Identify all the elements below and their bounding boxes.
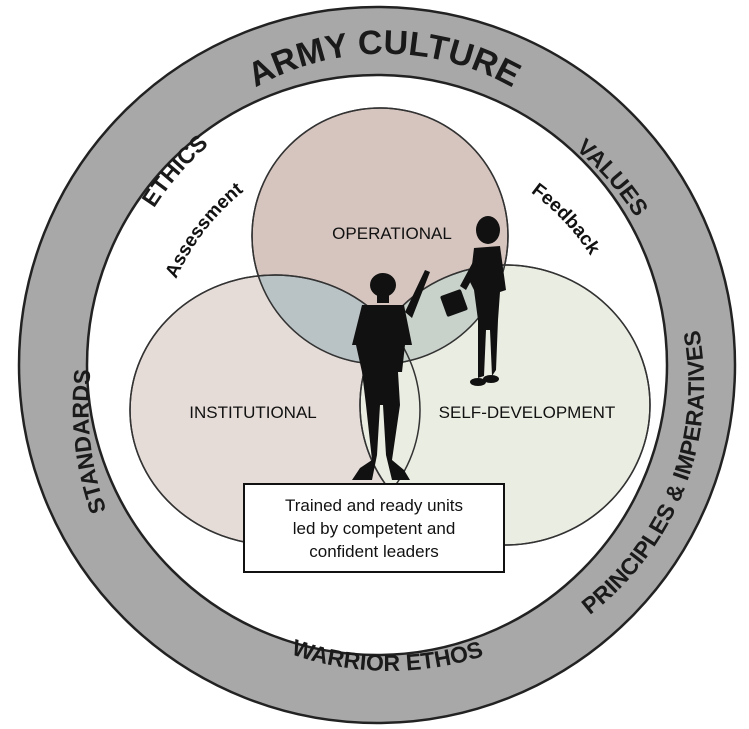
- civilian-silhouette-icon: [440, 216, 506, 386]
- operational-label: OPERATIONAL: [332, 224, 452, 243]
- outcome-line-1: Trained and ready units: [285, 495, 463, 515]
- institutional-label: INSTITUTIONAL: [189, 403, 317, 422]
- outcome-box: Trained and ready units led by competent…: [243, 483, 505, 573]
- soldier-silhouette-icon: [352, 270, 430, 480]
- outcome-line-2: led by competent and: [292, 518, 456, 538]
- outcome-line-3: confident leaders: [309, 541, 439, 561]
- self-development-label: SELF-DEVELOPMENT: [439, 403, 616, 422]
